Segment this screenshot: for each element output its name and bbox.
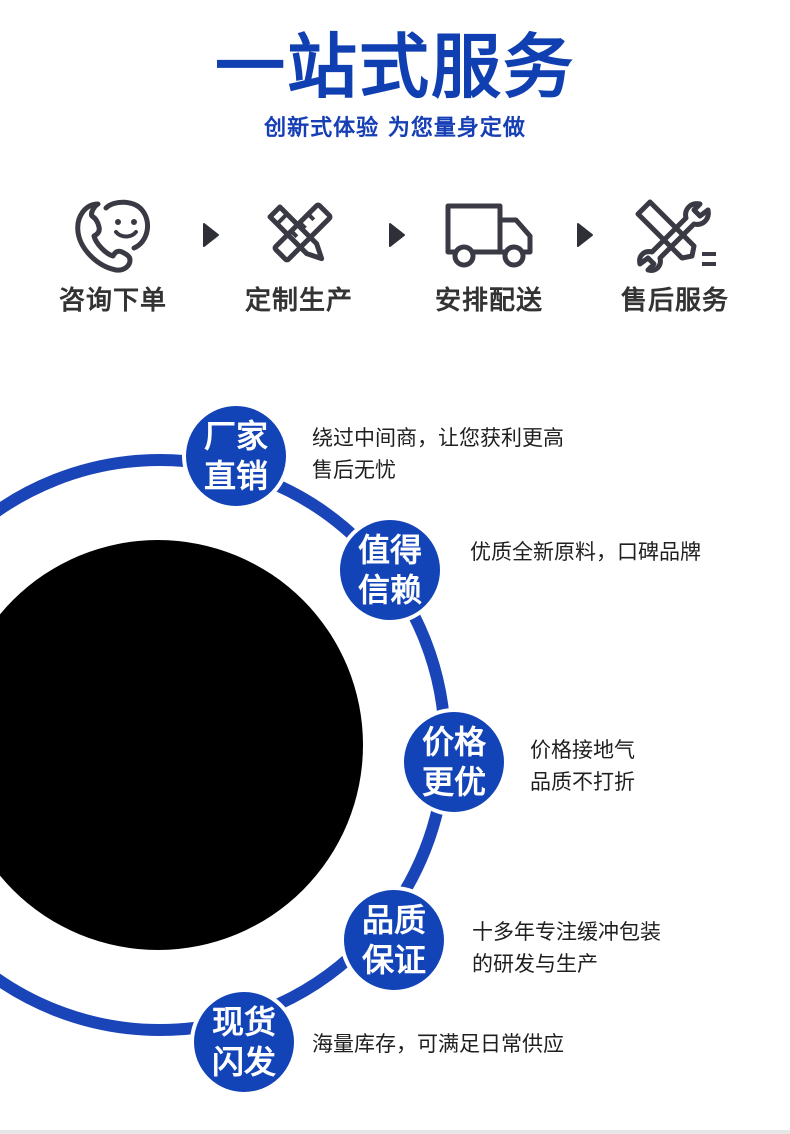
bottom-divider xyxy=(0,1130,790,1134)
process-step-label: 安排配送 xyxy=(434,286,543,316)
page-title: 一站式服务 xyxy=(215,26,575,108)
wrench-screwdriver-icon xyxy=(635,199,716,273)
process-step-consult: 咨询下单 xyxy=(38,196,188,318)
process-step-aftersales: 售后服务 xyxy=(600,196,750,318)
feature-badge-in-stock: 现货 闪发 xyxy=(190,988,298,1096)
process-step-label: 咨询下单 xyxy=(58,286,167,316)
process-step-production: 定制生产 xyxy=(224,196,374,318)
feature-desc-factory-direct: 绕过中间商，让您获利更高 售后无忧 xyxy=(312,426,564,482)
phone-smile-icon xyxy=(75,199,151,273)
page-subtitle: 创新式体验 为您量身定做 xyxy=(264,116,526,141)
arrow-right-icon xyxy=(577,223,593,247)
process-step-delivery: 安排配送 xyxy=(414,196,564,318)
feature-badge-better-price: 价格 更优 xyxy=(400,708,508,816)
pencil-ruler-icon xyxy=(267,202,333,263)
feature-badge-trustworthy: 值得 信赖 xyxy=(336,516,444,624)
center-black-disc xyxy=(0,540,363,950)
feature-desc-trustworthy: 优质全新原料，口碑品牌 xyxy=(470,540,701,564)
feature-badge-factory-direct: 厂家 直销 xyxy=(182,402,290,510)
process-step-label: 售后服务 xyxy=(620,286,729,316)
feature-desc-quality-assured: 十多年专注缓冲包装 的研发与生产 xyxy=(472,920,661,976)
delivery-truck-icon xyxy=(445,203,533,268)
arrow-right-icon xyxy=(203,223,219,247)
arrow-right-icon xyxy=(389,223,405,247)
feature-desc-in-stock: 海量库存，可满足日常供应 xyxy=(312,1032,564,1056)
feature-badge-quality-assured: 品质 保证 xyxy=(340,886,448,994)
process-step-label: 定制生产 xyxy=(244,286,353,316)
feature-desc-better-price: 价格接地气 品质不打折 xyxy=(530,738,635,794)
